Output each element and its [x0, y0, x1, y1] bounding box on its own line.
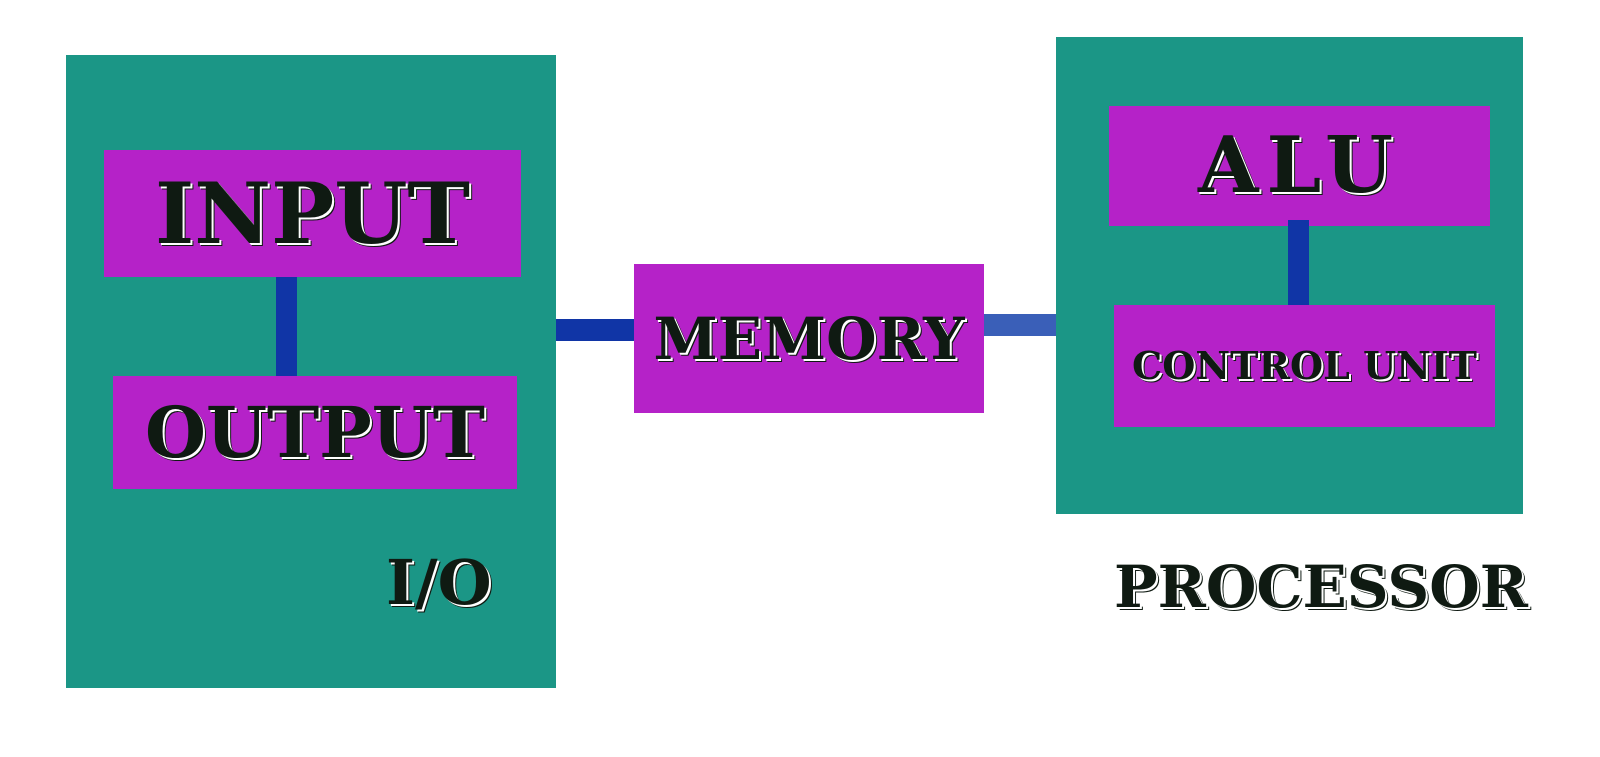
- control-unit-box: CONTROL UNIT: [1114, 305, 1495, 427]
- alu-control-unit-connector: [1288, 220, 1309, 307]
- output-box: OUTPUT: [113, 376, 517, 489]
- io-caption: I/O: [386, 546, 492, 619]
- memory-box: MEMORY: [634, 264, 984, 413]
- alu-label: ALU: [1197, 120, 1402, 211]
- memory-processor-connector: [984, 314, 1062, 336]
- control-unit-label: CONTROL UNIT: [1132, 343, 1477, 388]
- processor-caption: PROCESSOR: [1114, 553, 1528, 621]
- alu-box: ALU: [1109, 106, 1490, 226]
- input-box: INPUT: [104, 150, 521, 277]
- memory-label: MEMORY: [653, 304, 965, 373]
- input-output-connector: [276, 277, 297, 376]
- input-label: INPUT: [155, 163, 470, 263]
- output-label: OUTPUT: [145, 390, 485, 474]
- io-memory-connector: [556, 319, 639, 341]
